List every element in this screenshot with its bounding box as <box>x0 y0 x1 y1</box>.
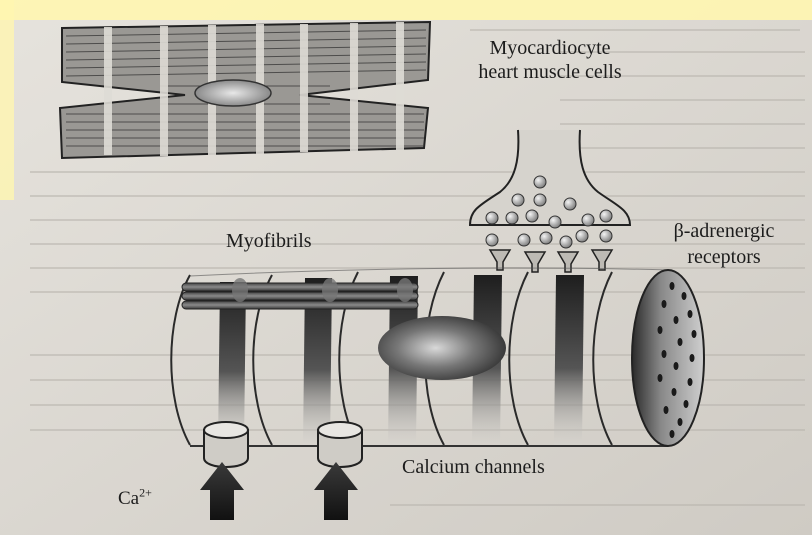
beta-adrenergic-label-line2: receptors <box>636 244 812 270</box>
highlight-margin <box>0 0 14 200</box>
myofibril-bundle <box>182 278 418 309</box>
calcium-channels-label: Calcium channels <box>402 456 545 479</box>
fiber-nucleus <box>378 316 506 380</box>
myofibrils-label: Myofibrils <box>226 230 312 253</box>
highlight-strip <box>0 0 812 20</box>
calcium-ion-symbol: Ca <box>118 488 139 509</box>
cell-nucleus <box>195 80 271 106</box>
myocardiocyte-label-line1: Myocardiocyte <box>450 36 650 60</box>
myocardiocyte-label: Myocardiocyte heart muscle cells <box>450 36 650 84</box>
beta-adrenergic-label: β-adrenergic receptors <box>636 218 812 270</box>
fiber-end-cap <box>632 270 704 446</box>
calcium-ion-charge: 2+ <box>139 486 152 500</box>
myocardiocyte-label-line2: heart muscle cells <box>450 60 650 84</box>
beta-adrenergic-label-line1: β-adrenergic <box>636 218 812 244</box>
calcium-ion-label: Ca2+ <box>118 488 152 510</box>
